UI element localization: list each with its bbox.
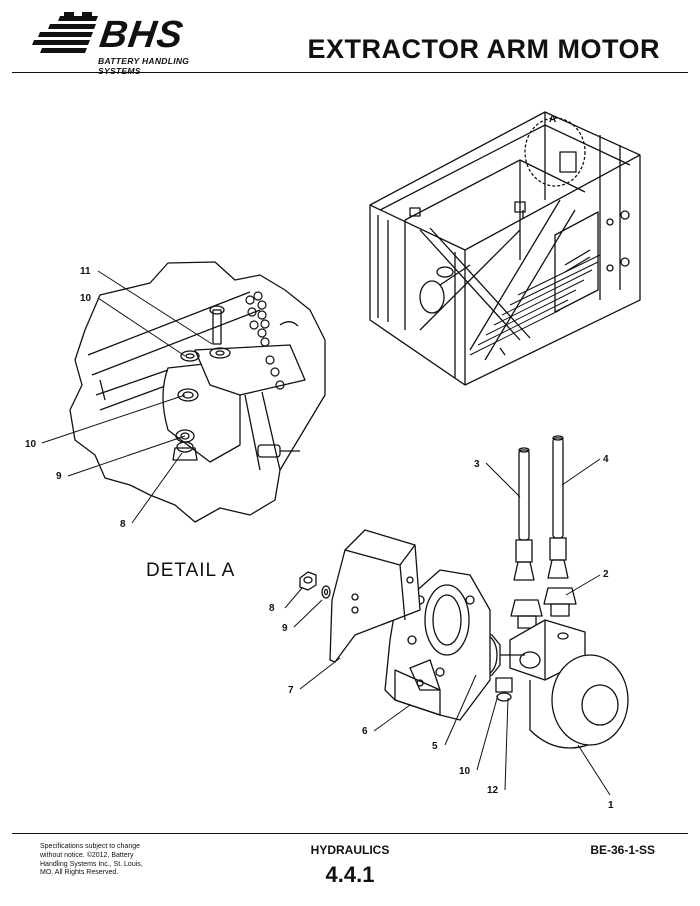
detail-callout-8: 8 <box>120 519 126 530</box>
hydraulic-hose <box>513 435 569 581</box>
detail-a-callout: A <box>549 114 556 125</box>
detail-callout-10-top: 10 <box>80 293 92 304</box>
copyright-line: Specifications subject to change <box>40 843 141 850</box>
exploded-motor-assembly <box>299 435 629 749</box>
callout-5: 5 <box>432 741 438 752</box>
callout-4: 4 <box>603 454 609 465</box>
detail-callout-9: 9 <box>56 471 62 482</box>
hydraulic-motor <box>509 619 629 749</box>
callout-3: 3 <box>474 459 480 470</box>
section-name: HYDRAULICS <box>310 843 390 857</box>
callout-2: 2 <box>603 569 609 580</box>
callout-9: 9 <box>282 623 288 634</box>
copyright-notice: Specifications subject to change without… <box>40 843 150 878</box>
copyright-line: Handling Systems Inc., St. Louis, <box>40 860 143 868</box>
document-code: BE-36-1-SS <box>590 843 655 857</box>
page-header: BHS BATTERY HANDLING SYSTEMS EXTRACTOR A… <box>0 0 700 76</box>
detail-callout-11: 11 <box>80 266 91 277</box>
detail-a-view <box>69 261 326 523</box>
copyright-line: MO. All Rights Reserved. <box>40 869 119 877</box>
header-divider <box>12 72 688 73</box>
copyright-line: without notice. ©2012, Battery <box>40 851 134 859</box>
footer-divider <box>12 833 688 834</box>
speed-lines-icon <box>32 12 98 53</box>
page-title: EXTRACTOR ARM MOTOR <box>307 34 660 64</box>
callout-8: 8 <box>269 603 275 614</box>
detail-a-label: DETAIL A <box>146 560 236 581</box>
page-number: 4.4.1 <box>325 862 375 887</box>
detail-callout-10-bottom: 10 <box>25 439 37 450</box>
battery-extractor-frame <box>369 111 641 386</box>
lock-washer <box>321 585 331 599</box>
callout-12: 12 <box>487 785 499 796</box>
hex-nut <box>299 571 317 591</box>
callout-7: 7 <box>288 685 294 696</box>
chain-guard <box>329 529 421 663</box>
callout-1: 1 <box>608 800 614 811</box>
logo-text: BHS <box>97 14 187 56</box>
callout-10: 10 <box>459 766 471 777</box>
logo-subtitle: BATTERY HANDLING SYSTEMS <box>98 56 190 76</box>
callout-6: 6 <box>362 726 368 737</box>
bhs-logo: BHS BATTERY HANDLING SYSTEMS <box>30 12 210 76</box>
parts-diagram: A <box>25 111 641 811</box>
hose-fitting <box>510 587 577 629</box>
